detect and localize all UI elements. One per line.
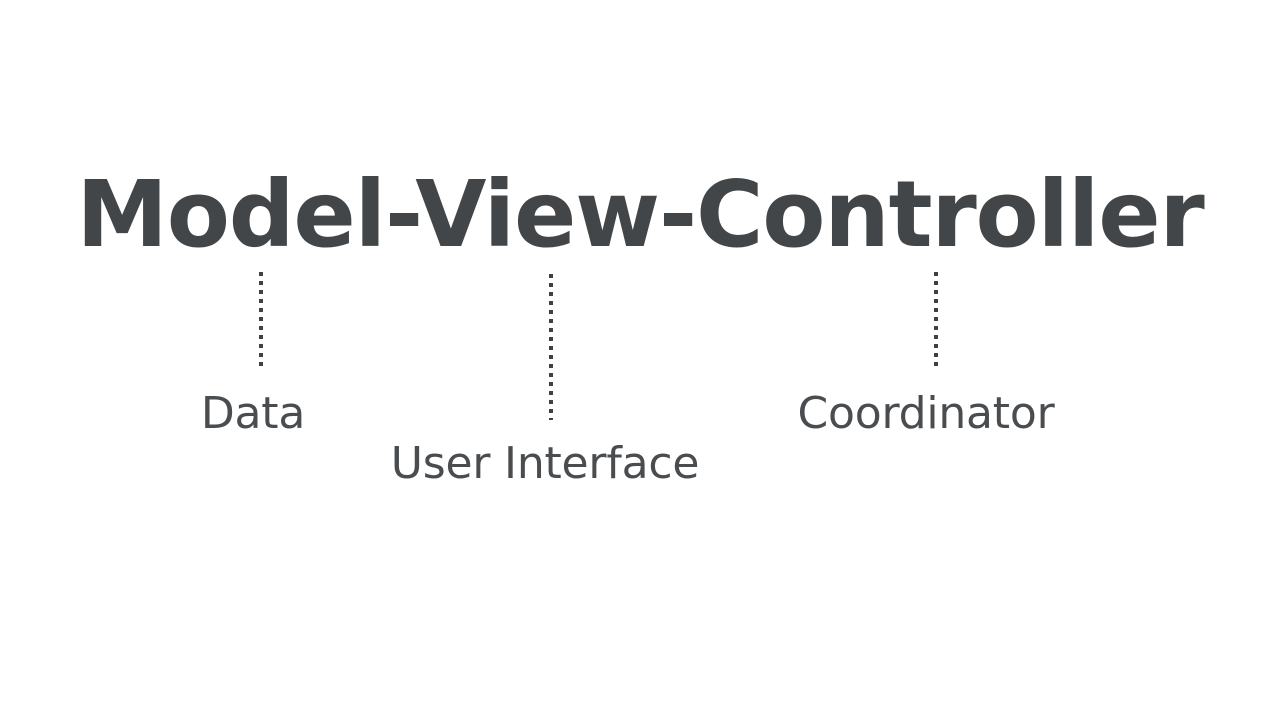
page-title: Model-View-Controller <box>76 161 1204 268</box>
dotted-connector-view <box>549 274 553 420</box>
label-model-data: Data <box>200 388 306 439</box>
dotted-connector-controller <box>934 272 938 368</box>
dotted-connector-model <box>259 272 263 368</box>
label-controller-coordinator: Coordinator <box>797 388 1055 439</box>
label-view-user-interface: User Interface <box>390 438 700 489</box>
